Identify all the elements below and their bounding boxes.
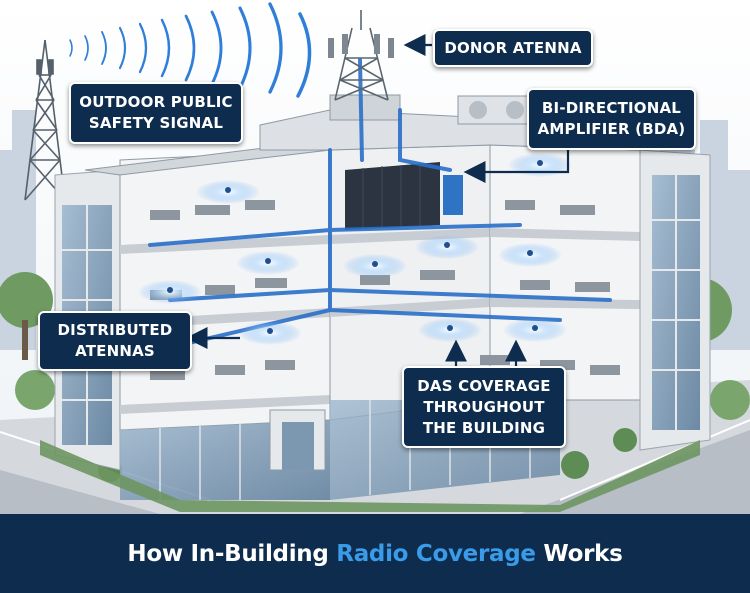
das-line3: THE BUILDING	[422, 418, 546, 437]
distributed-line1: DISTRIBUTED	[57, 321, 173, 339]
das-line1: DAS COVERAGE	[417, 376, 551, 395]
bda-line2: AMPLIFIER (BDA)	[537, 120, 686, 138]
das-coverage-callout: DAS COVERAGE THROUGHOUT THE BUILDING	[402, 366, 566, 448]
donor-antenna-tower	[328, 10, 394, 101]
distributed-antennas-callout: DISTRIBUTED ATENNAS	[38, 311, 192, 371]
coax-cables	[148, 58, 612, 347]
building-illustration	[0, 0, 750, 514]
outdoor-signal-line1: OUTDOOR PUBLIC	[79, 93, 233, 111]
title-highlight: Radio Coverage	[336, 540, 536, 567]
title-banner: How In-Building Radio Coverage Works	[0, 514, 750, 593]
outdoor-signal-callout: OUTDOOR PUBLIC SAFETY SIGNAL	[69, 82, 243, 144]
office-desks	[150, 200, 620, 380]
title-part-after: Works	[543, 540, 623, 567]
bda-equipment-racks	[345, 162, 463, 230]
leader-arrows	[185, 34, 570, 366]
outdoor-signal-line2: SAFETY SIGNAL	[88, 114, 224, 132]
distributed-line2: ATENNAS	[75, 342, 155, 360]
bda-callout: BI-DIRECTIONAL AMPLIFIER (BDA)	[527, 88, 696, 150]
donor-antenna-label: DONOR ATENNA	[444, 38, 582, 57]
title-part-before: How In-Building	[127, 540, 329, 567]
signal-waves	[69, 2, 312, 98]
donor-antenna-callout: DONOR ATENNA	[433, 29, 593, 67]
das-line2: THROUGHOUT	[423, 397, 545, 416]
bda-line1: BI-DIRECTIONAL	[541, 99, 682, 117]
